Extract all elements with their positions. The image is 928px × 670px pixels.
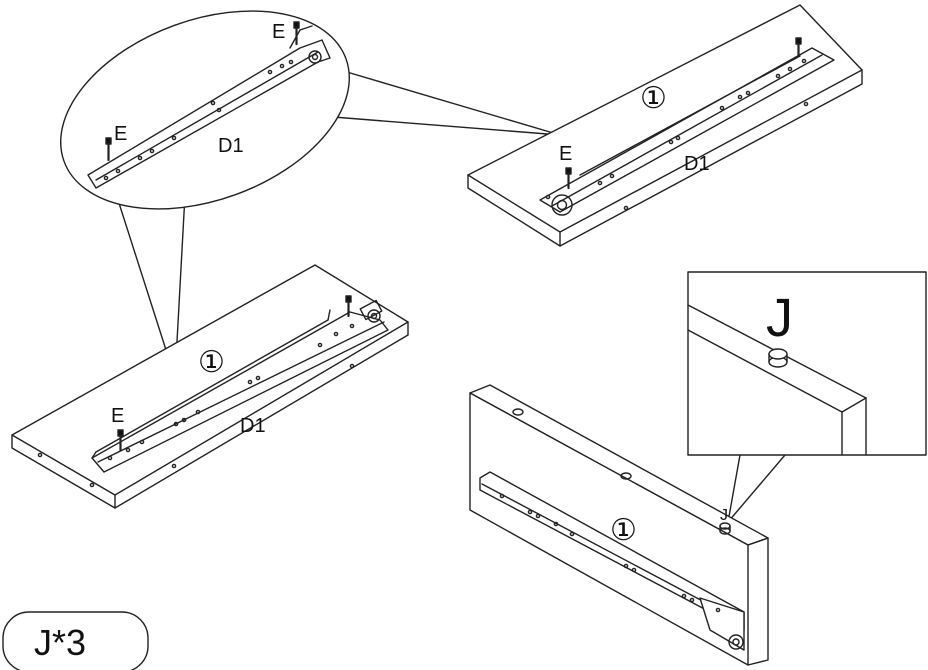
screw-top-right-back-icon [795,37,802,58]
count-badge: J*3 [2,611,149,670]
dowel-detail-icon [768,348,788,368]
count-badge-label: J*3 [34,622,86,663]
rail-label-top-right: D1 [684,153,710,175]
zoom-rail [87,25,331,189]
panel-number-top-right: ① [640,81,667,116]
panel-bottom-right: ① J [469,384,786,666]
screw-top-right-front-icon [565,167,572,190]
screw-label-top-right: E [559,143,572,165]
dowel-detail-box: J [687,271,927,456]
panel-top-right: ① E D1 [467,4,863,247]
zoom-screw-label-right: E [272,21,285,43]
dowel-j-icon [719,522,731,535]
zoom-screw-label-left: E [114,123,127,145]
screw-label-bottom-left: E [111,405,124,427]
zoom-screw-left-icon [105,137,112,162]
magnifier-callout: E E D1 [60,10,561,379]
panel-number-bottom-left: ① [198,345,225,380]
screw-bottom-left-front-icon [117,429,124,452]
rail-label-bottom-left: D1 [240,415,266,437]
panel-number-bottom-right: ① [610,513,637,548]
zoom-rail-label: D1 [218,135,244,157]
dowel-label-small: J [720,507,728,524]
panel-bottom-left: ① E D1 [11,264,409,509]
screw-bottom-left-back-icon [345,295,352,318]
dowel-detail-label: J [766,288,793,348]
zoom-screw-right-icon [293,21,300,46]
